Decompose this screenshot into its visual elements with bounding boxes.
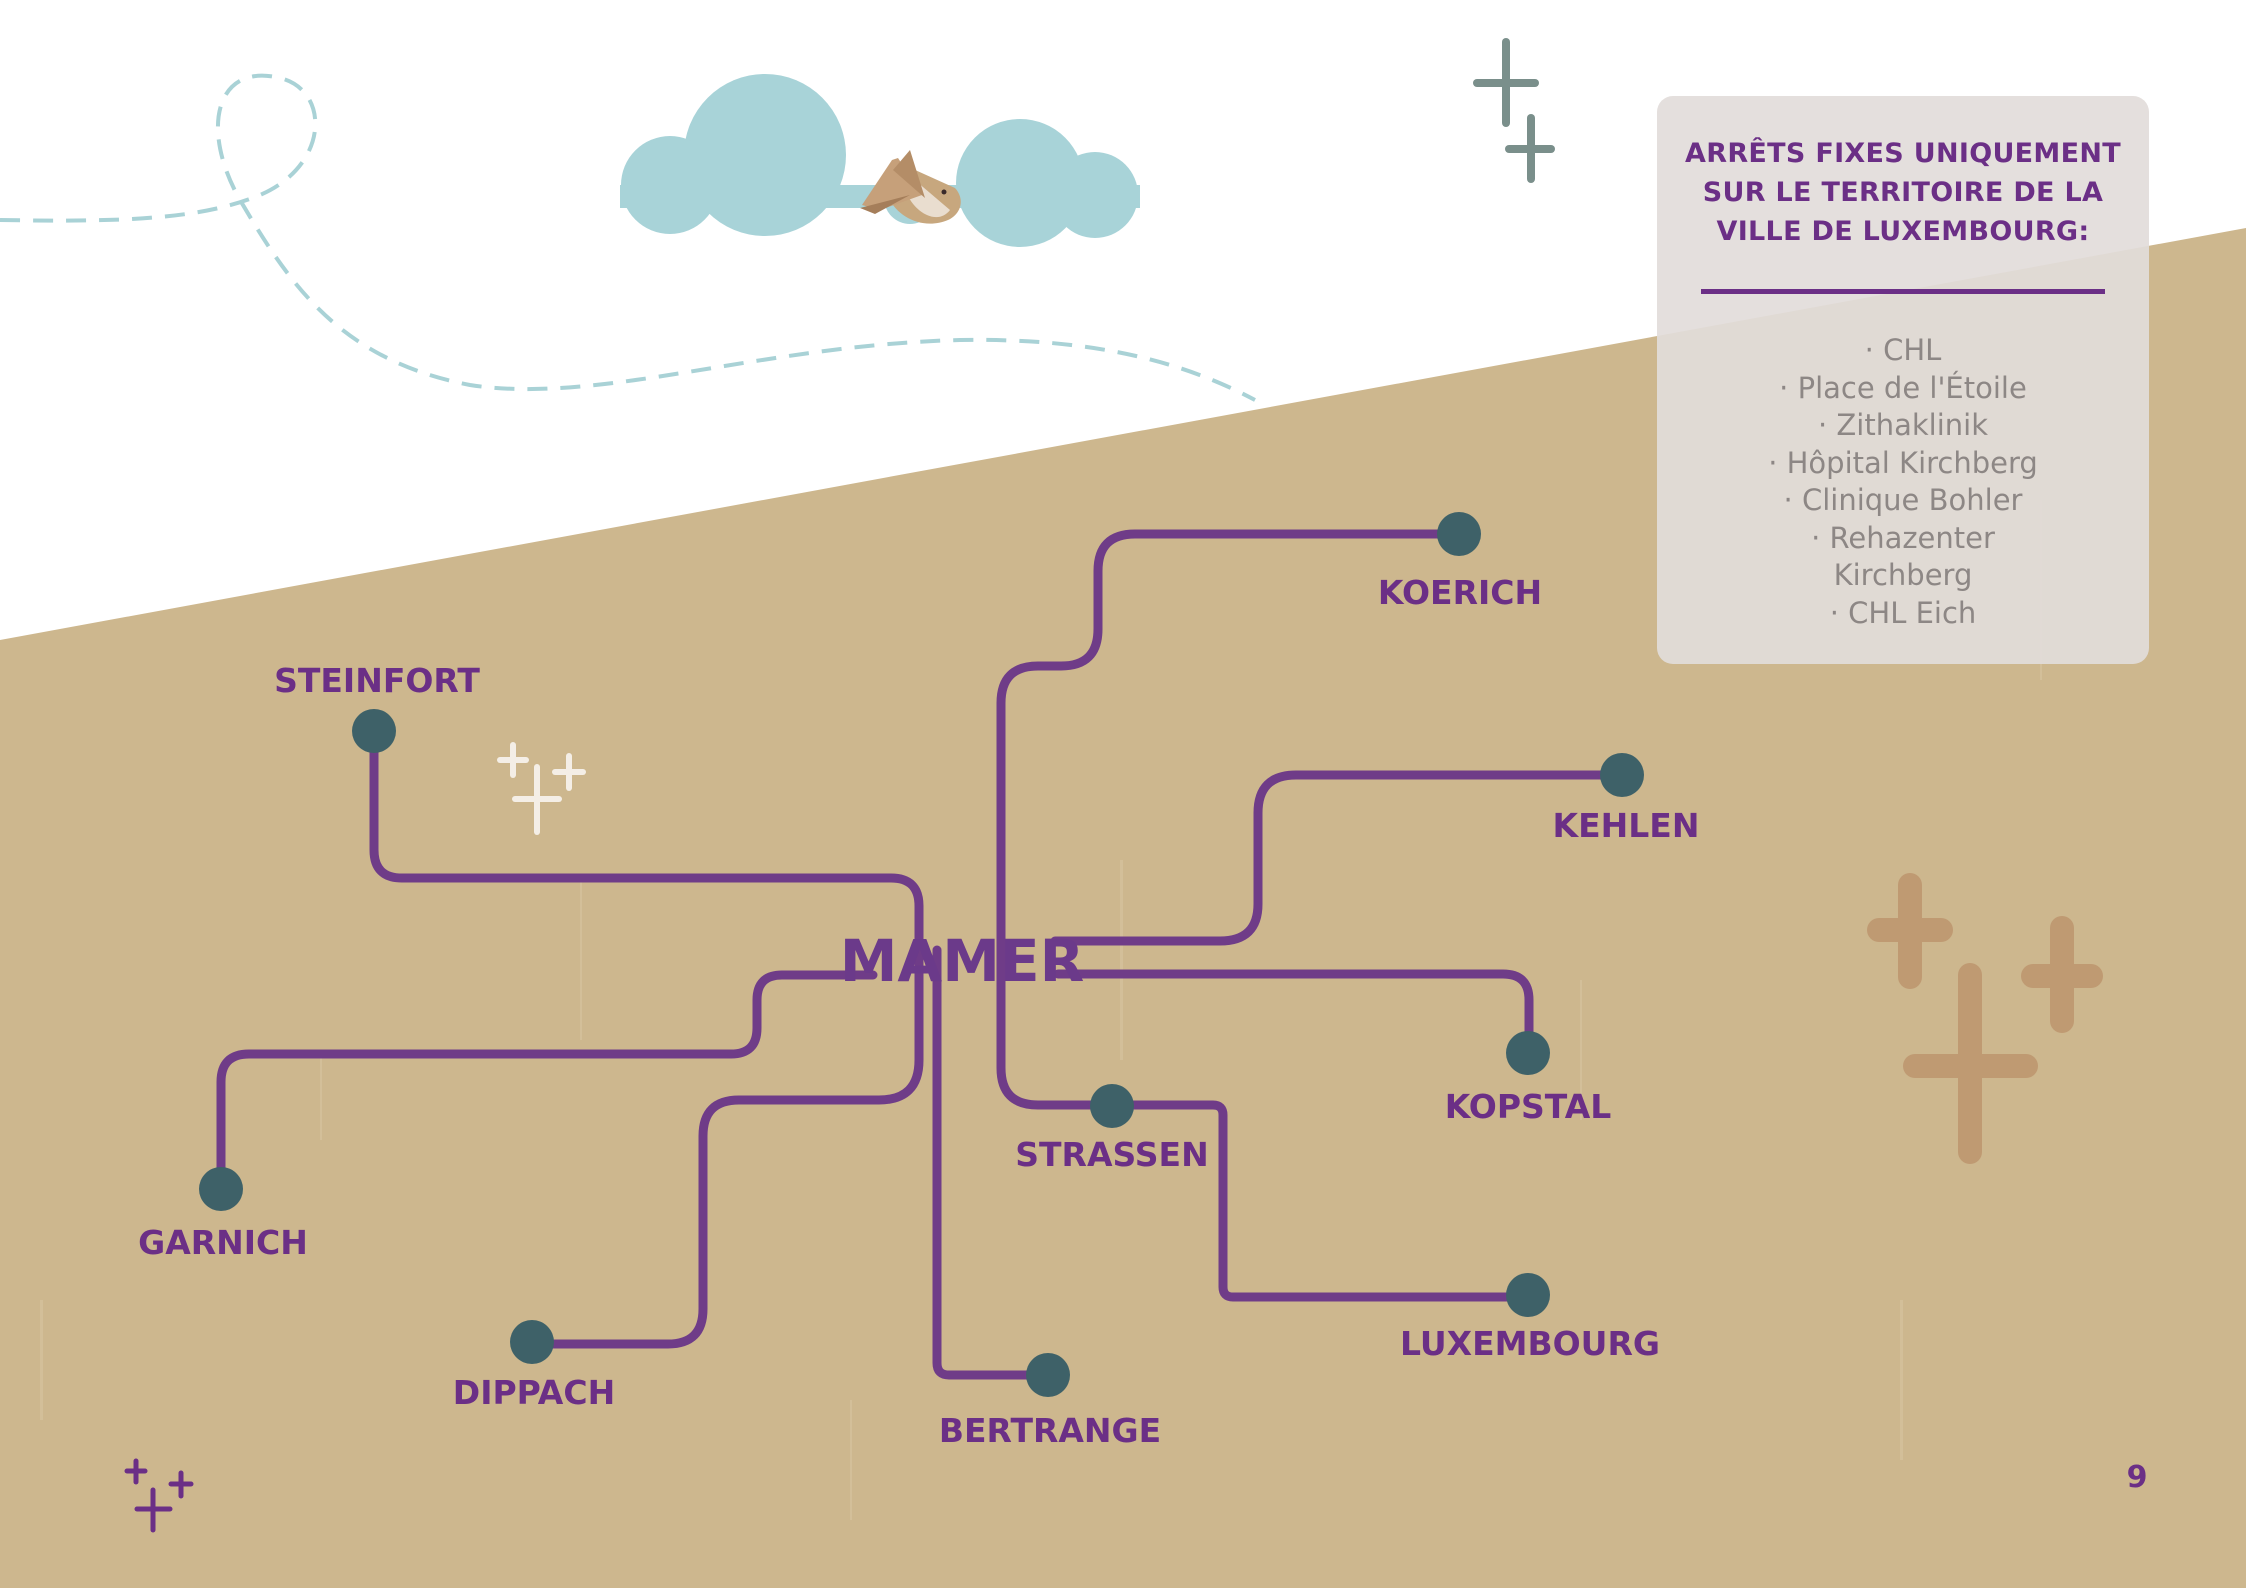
route-kopstal (1053, 969, 1534, 1058)
stop-item: · CHL (1864, 333, 1942, 367)
stop-koerich (1437, 512, 1481, 556)
fixed-stops-list: · CHL · Place de l'Étoile · Zithaklinik … (1683, 332, 2123, 632)
route-steinfort (369, 726, 924, 1349)
sparkle-icon (497, 742, 586, 835)
label-luxembourg: LUXEMBOURG (1400, 1324, 1660, 1363)
bird-icon (860, 150, 961, 224)
stop-item: · Place de l'Étoile (1779, 370, 2027, 405)
route-garnich (216, 970, 878, 1194)
divider (1701, 289, 2105, 294)
label-strassen: STRASSEN (1015, 1135, 1208, 1174)
sparkle-icon (1867, 873, 2103, 1164)
stop-strassen (1090, 1084, 1134, 1128)
stop-item: Kirchberg (1833, 558, 1973, 592)
stop-kopstal (1506, 1031, 1550, 1075)
fixed-stops-panel: ARRÊTS FIXES UNIQUEMENT SUR LE TERRITOIR… (1657, 96, 2149, 664)
stop-bertrange (1026, 1353, 1070, 1397)
stop-garnich (199, 1167, 243, 1211)
cloud-icon (620, 74, 1140, 247)
route-bertrange (932, 945, 1053, 1380)
flight-path (0, 73, 1256, 402)
stop-kehlen (1600, 753, 1644, 797)
route-koerich (996, 529, 1533, 1302)
label-dippach: DIPPACH (453, 1373, 615, 1412)
stop-item: · Rehazenter (1811, 520, 1995, 555)
fixed-stops-title: ARRÊTS FIXES UNIQUEMENT SUR LE TERRITOIR… (1683, 134, 2123, 251)
stop-item: · Hôpital Kirchberg (1768, 445, 2038, 480)
route-kehlen (1050, 770, 1627, 946)
title-line: ARRÊTS FIXES UNIQUEMENT (1685, 138, 2121, 169)
route-lines (216, 529, 1627, 1380)
sparkle-icon (1473, 38, 1555, 183)
stop-dots (199, 512, 1644, 1397)
page-number: 9 (2126, 1460, 2148, 1495)
label-kopstal: KOPSTAL (1445, 1087, 1612, 1126)
title-line: VILLE DE LUXEMBOURG: (1716, 216, 2090, 247)
stop-dippach (510, 1320, 554, 1364)
sparkle-icon (124, 1458, 194, 1533)
hub-label: MAMER (840, 927, 1085, 995)
label-garnich: GARNICH (138, 1223, 308, 1262)
title-line: SUR LE TERRITOIRE DE LA (1702, 177, 2104, 208)
label-koerich: KOERICH (1378, 573, 1542, 612)
stop-steinfort (352, 709, 396, 753)
stop-item: · CHL Eich (1829, 595, 1977, 630)
stop-item: · Clinique Bohler (1783, 483, 2023, 517)
label-steinfort: STEINFORT (274, 661, 480, 700)
stop-luxembourg (1506, 1273, 1550, 1317)
label-kehlen: KEHLEN (1553, 806, 1700, 845)
label-bertrange: BERTRANGE (939, 1411, 1161, 1450)
stop-item: · Zithaklinik (1817, 408, 1989, 442)
